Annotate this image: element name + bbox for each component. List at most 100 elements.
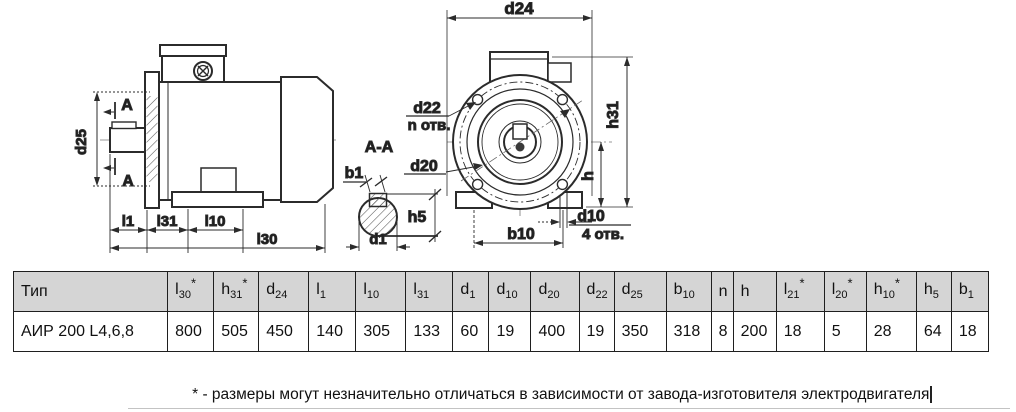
table-header-cell: d22: [578, 271, 615, 312]
dim-label-l30: l30: [257, 231, 278, 248]
screw-slot-2: [197, 65, 209, 77]
dim-label-h: h: [580, 171, 597, 181]
length-dimensions: [109, 154, 326, 253]
table-cell-value: 8: [710, 311, 734, 352]
dim-label-l1: l1: [122, 213, 135, 230]
h5-dimension: [378, 188, 442, 243]
terminal-box-lid: [159, 44, 227, 57]
spigot-inner-circle: [481, 103, 559, 181]
dim-label-d25: d25: [73, 129, 90, 155]
label-four-holes: 4 отв.: [582, 226, 624, 243]
flange-inner-circle: [466, 88, 574, 196]
d24-dimension: [446, 10, 593, 196]
table-cell-value: 19: [488, 311, 532, 352]
shaft-key: [111, 121, 137, 130]
table-header-cell: l31: [405, 271, 454, 312]
b10-dimension: [473, 210, 564, 248]
b1-dimension: [343, 174, 388, 193]
table-cell-value: 19: [578, 311, 615, 352]
table-cell-value: 450: [258, 311, 310, 352]
table-header-cell: l10: [355, 271, 407, 312]
terminal-box-side-lug: [547, 62, 572, 83]
dim-label-h31: h31: [605, 101, 622, 129]
table-header-cell: l20*: [823, 271, 867, 312]
d25-dimension: [93, 91, 150, 187]
table-cell-value: 305: [355, 311, 407, 352]
section-title: A-A: [365, 139, 394, 156]
dim-label-d24: d24: [504, 0, 534, 18]
foot-rail: [171, 191, 264, 208]
fan-cover: [280, 76, 334, 203]
table-header-cell: l30*: [167, 271, 215, 312]
section-mark-label-bottom: A: [122, 173, 134, 190]
table-header-cell: d10: [488, 271, 532, 312]
shaft-center-hole: [515, 142, 525, 152]
d10-dimension: [538, 208, 631, 228]
table-header-cell: l1: [308, 271, 357, 312]
cable-gland-screw-inner: [196, 64, 210, 78]
table-cell-value: 60: [452, 311, 490, 352]
side-view-drawing: d25 A A: [73, 44, 336, 253]
d22-arrow: [560, 109, 570, 118]
flange-bolt-holes: [471, 93, 569, 191]
table-cell-value: 133: [405, 311, 454, 352]
section-view-drawing: b1 h5 d1 A-A: [343, 139, 442, 251]
shaft: [109, 127, 148, 153]
table-cell-value: 200: [732, 311, 777, 352]
shaft-keyway: [512, 123, 528, 140]
footnote[interactable]: * - размеры могут незначительно отличать…: [112, 386, 1012, 404]
section-cut-marks: [103, 102, 116, 175]
footnote-text: * - размеры могут незначительно отличать…: [192, 386, 930, 403]
motor-technical-drawing: d25 A A: [73, 0, 633, 253]
table-header-cell: d20: [530, 271, 580, 312]
table-cell-value: 400: [530, 311, 580, 352]
dim-label-d1: d1: [369, 231, 387, 248]
table-cell-value: 318: [665, 311, 712, 352]
footnote-underline: [128, 408, 1010, 409]
d22-leader: [406, 102, 476, 117]
table-header-cell: h5: [915, 271, 952, 312]
dim-label-d22: d22: [413, 100, 441, 117]
table-header-cell: d1: [452, 271, 490, 312]
d20-leader: [404, 163, 483, 175]
table-header-cell: d25: [613, 271, 667, 312]
dim-label-l10: l10: [205, 213, 226, 230]
foot-web: [200, 167, 237, 193]
table-cell-value: 18: [775, 311, 825, 352]
table-cell-type: АИР 200 L4,6,8: [12, 311, 169, 352]
table-header-cell: Тип: [12, 271, 169, 312]
h31-dimension: [552, 56, 633, 208]
table-cell-value: 5: [823, 311, 867, 352]
dim-label-b1: b1: [345, 165, 364, 182]
table-header-cell: d24: [258, 271, 310, 312]
d1-dimension: [346, 222, 410, 251]
flange-hatch: [146, 96, 158, 182]
h-dimension: [598, 142, 604, 207]
bolt-circle: [459, 81, 581, 203]
dim-label-h5: h5: [408, 209, 427, 226]
table-header-cell: b1: [950, 271, 990, 312]
front-view-drawing: d24 d22 n отв. d20: [404, 0, 633, 248]
table-cell-value: 64: [915, 311, 952, 352]
table-header-cell: h10*: [865, 271, 917, 312]
spigot-circle-d20: [477, 99, 563, 185]
dim-label-d20: d20: [410, 158, 438, 175]
table-header-cell: h31*: [213, 271, 260, 312]
label-n-holes: n отв.: [408, 117, 451, 134]
dim-label-l31: l31: [157, 213, 178, 230]
table-cell-value: 505: [213, 311, 260, 352]
table-header-cell: l21*: [775, 271, 825, 312]
text-cursor: [930, 386, 932, 403]
table-cell-value: 800: [167, 311, 215, 352]
table-header-cell: n: [710, 271, 734, 312]
section-mark-label-top: A: [121, 97, 133, 114]
hub-circle: [498, 120, 542, 164]
table-cell-value: 350: [613, 311, 667, 352]
dim-label-b10: b10: [507, 226, 535, 243]
table-cell-value: 140: [308, 311, 357, 352]
table-header-cell: b10: [665, 271, 712, 312]
